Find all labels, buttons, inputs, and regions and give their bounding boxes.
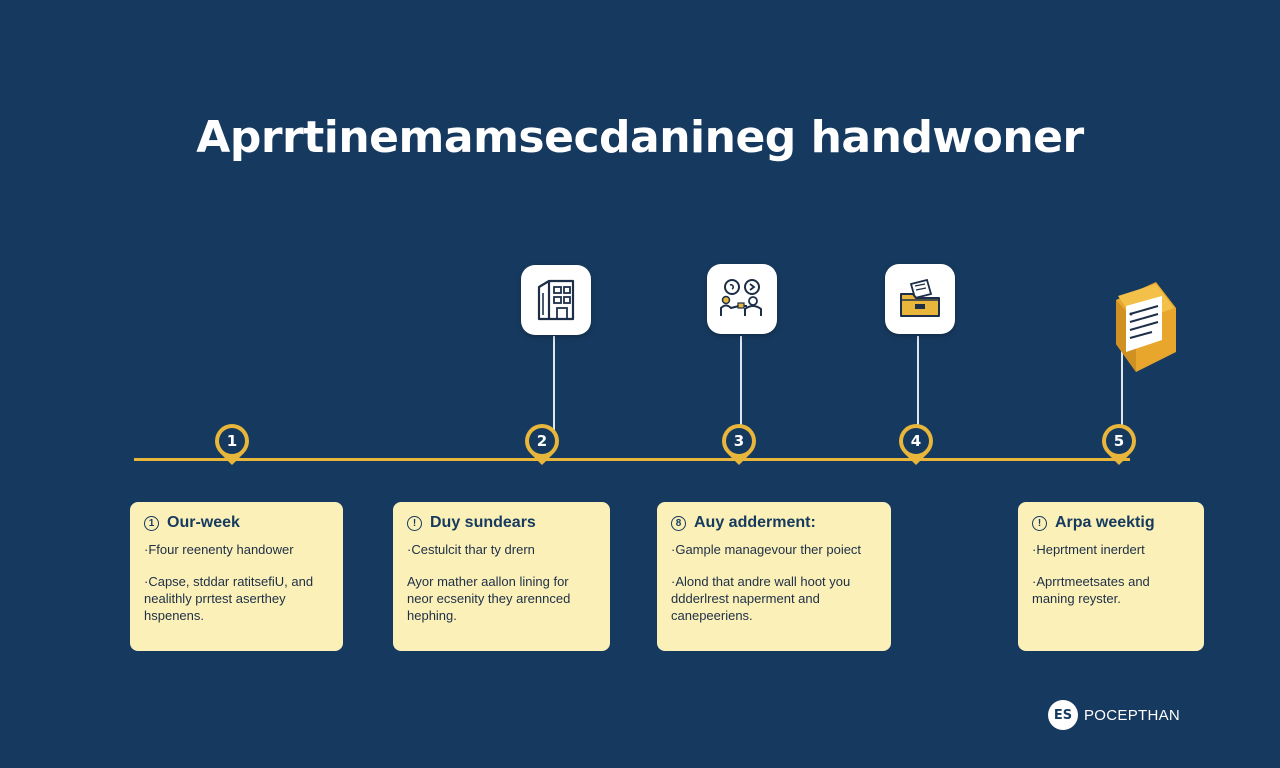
card-title: 1 Our-week [144,514,329,532]
timeline-line [134,458,1130,461]
card-line: ·Gample managevour ther poiect [671,542,862,557]
people-handover-icon [720,279,762,316]
connector-stem-4 [917,336,919,436]
connector-stem-3 [740,336,742,436]
step-card-1: 1 Our-week ·Ffour reenenty handower ·Cap… [130,502,343,651]
step-card-5: ! Arpa weektig ·Heprtment inerdert ·Aprr… [1018,502,1204,651]
folder-box-icon-tile [885,264,955,334]
card-title: ! Duy sundears [407,514,596,532]
card-title: 8 Auy adderment: [671,514,877,532]
step-card-2: ! Duy sundears ·Cestulcit thar ty drern … [393,502,610,651]
card-line: ·Heprtment inerdert [1032,542,1145,557]
connector-stem-2 [553,336,555,436]
card-marker: 8 [671,515,686,531]
card-paragraph: Ayor mather aallon lining for neor ecsen… [407,574,571,623]
card-title: ! Arpa weektig [1032,514,1190,532]
card-marker: ! [407,515,422,531]
brand-name: POCEPTHAN [1084,706,1181,724]
card-paragraph: ·Aprrtmeetsates and maning reyster. [1032,574,1150,606]
card-marker: ! [1032,515,1047,531]
diagram-title: Aprrtinemamsecdanineg handwoner [196,112,1084,163]
brand-footer: ES POCEPTHAN [1048,700,1180,730]
card-paragraph: ·Alond that andre wall hoot you ddderlre… [671,574,851,623]
document-list-icon [1116,282,1176,372]
people-handover-icon-tile [707,264,777,334]
building-icon [537,279,575,321]
brand-logo: ES [1048,700,1078,730]
step-card-3: 8 Auy adderment: ·Gample managevour ther… [657,502,891,651]
card-marker: 1 [144,515,159,531]
card-paragraph: ·Capse, stddar ratitsefiU, and nealithly… [144,574,314,623]
folder-box-icon [900,278,940,317]
connector-stem-5 [1121,350,1123,436]
card-line: ·Ffour reenenty handower [144,542,294,557]
building-icon-tile [521,265,591,335]
card-line: ·Cestulcit thar ty drern [407,542,535,557]
